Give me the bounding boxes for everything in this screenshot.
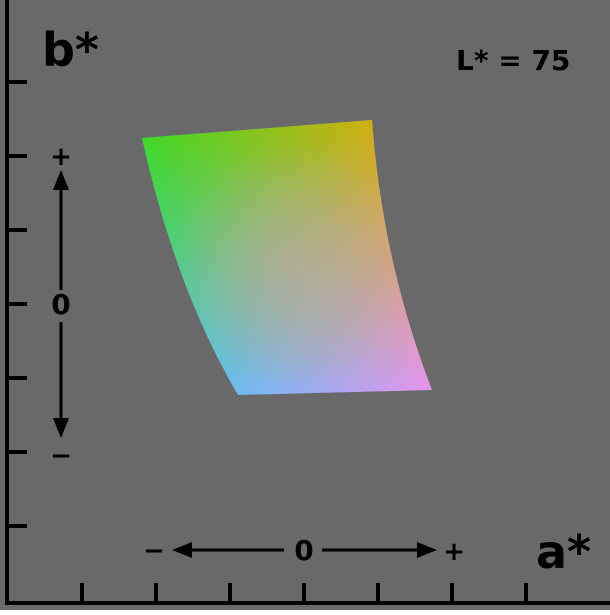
arrow-up-icon (53, 170, 69, 190)
arrow-left-icon (172, 542, 192, 558)
a-zero-label: 0 (294, 534, 313, 567)
b-plus-sign: + (50, 142, 72, 172)
arrow-down-icon (53, 418, 69, 438)
a-plus-sign: + (443, 537, 465, 567)
a-axis-ticks (80, 583, 528, 603)
arrow-right-icon (417, 542, 437, 558)
a-minus-sign: − (143, 536, 165, 566)
a-direction-arrow (172, 542, 437, 558)
b-direction-arrow (53, 170, 69, 438)
b-zero-label: 0 (51, 288, 70, 321)
lightness-label: L* = 75 (456, 44, 570, 77)
b-axis-ticks (7, 80, 27, 528)
b-axis-label: b* (42, 23, 99, 77)
a-axis-label: a* (536, 525, 591, 579)
b-minus-sign: − (50, 441, 72, 471)
